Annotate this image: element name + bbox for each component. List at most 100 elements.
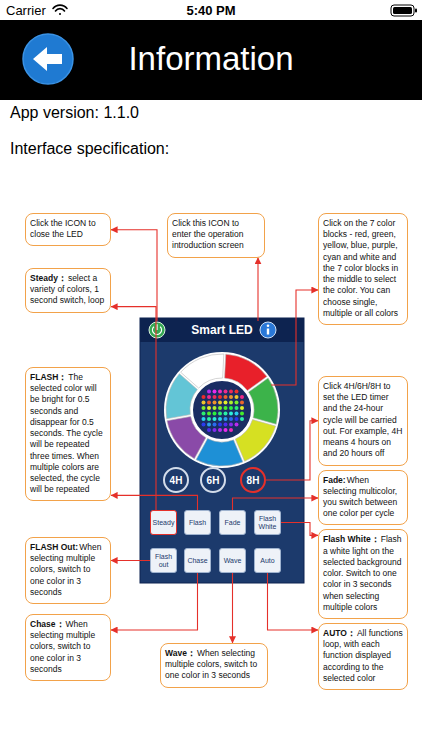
callout-heading: Chase： (30, 619, 65, 629)
callout-heading: AUTO： (323, 628, 356, 638)
color-dot (224, 417, 228, 421)
color-dot (218, 412, 222, 416)
color-dot (229, 428, 233, 432)
color-dot (224, 412, 228, 416)
callout-text: The selected color will be bright for 0.… (30, 372, 103, 494)
mode-button: Auto (254, 548, 281, 573)
header-bar (0, 20, 422, 100)
timer-label: 8H (247, 475, 260, 486)
mode-button: Flash (184, 510, 211, 535)
leader-arrow (271, 290, 318, 385)
color-dot (235, 395, 239, 399)
color-dot (218, 428, 222, 432)
callout-box: Steady：select a variety of colors, 1 sec… (25, 268, 111, 313)
color-dot (207, 423, 211, 427)
pointer-arrow (268, 573, 319, 630)
color-dot (235, 401, 239, 405)
timer-button: 4H (163, 467, 189, 493)
color-dot (213, 406, 217, 410)
pointer-arrow (111, 560, 150, 561)
callout-box: FLASH：The selected color will be bright … (25, 367, 111, 501)
button-label: Flash White (256, 515, 279, 530)
callout-text: Click on the 7 color blocks - red, green… (323, 218, 398, 318)
callout-box: Click the ICON to close the LED (25, 213, 111, 246)
leader-arrow (111, 230, 157, 321)
color-dot (235, 423, 239, 427)
color-dot (218, 417, 222, 421)
color-wheel-center (192, 380, 252, 440)
timer-button: 6H (200, 467, 226, 493)
color-dot (218, 401, 222, 405)
pointer-arrow (111, 495, 198, 510)
callout-box: Chase：When selecting multiple colors, sw… (25, 614, 111, 681)
color-dot (229, 406, 233, 410)
back-button (23, 34, 73, 84)
button-label: Wave (224, 557, 242, 565)
color-dots (202, 390, 245, 433)
color-dot (229, 423, 233, 427)
pointer-arrow (233, 498, 319, 510)
color-dot (218, 395, 222, 399)
button-label: Auto (260, 557, 274, 565)
info-icon (260, 322, 276, 338)
pointer-arrow (111, 573, 198, 630)
callout-heading: Fade: (323, 475, 346, 485)
callout-box: Flash White：Flash a white light on the s… (318, 529, 408, 619)
section-heading: Interface specification: (10, 140, 169, 158)
mode-button: Chase (184, 548, 211, 573)
callout-text: Click the ICON to close the LED (30, 218, 96, 239)
battery-icon (391, 5, 417, 16)
carrier-text: Carrier (6, 3, 46, 18)
callout-box: FLASH Out:When selecting multiple colors… (25, 537, 111, 604)
button-label: Flash out (152, 553, 175, 568)
wifi-icon (53, 5, 67, 15)
callout-text: Flash a white light on the selected back… (323, 534, 402, 611)
color-dot (224, 406, 228, 410)
color-dot (213, 423, 217, 427)
mode-button: Wave (219, 548, 246, 573)
color-dot (213, 395, 217, 399)
app-panel (140, 318, 304, 583)
mode-button: Fade (219, 510, 246, 535)
color-dot (240, 395, 244, 399)
callout-heading: FLASH Out: (30, 542, 78, 552)
timer-label: 6H (207, 475, 220, 486)
clock-text: 5:40 PM (0, 3, 422, 18)
color-dot (229, 390, 233, 394)
color-dot (207, 428, 211, 432)
button-label: Steady (153, 519, 175, 527)
callout-box: Click this ICON to enter the operation i… (167, 213, 265, 258)
callout-heading: Flash White： (323, 534, 380, 544)
callout-box: Fade:When selecting multicolor, you swit… (318, 470, 408, 526)
callout-text: Click 4H/6H/8H to set the LED timer and … (323, 381, 402, 458)
color-dot (202, 406, 206, 410)
color-dot (235, 412, 239, 416)
color-dot (224, 428, 228, 432)
color-dot (218, 406, 222, 410)
color-wheel-base (164, 352, 280, 468)
button-label: Chase (187, 557, 207, 565)
color-dot (224, 390, 228, 394)
color-dot (229, 401, 233, 405)
color-dot (213, 390, 217, 394)
button-label: Flash (189, 519, 206, 527)
color-dot (218, 390, 222, 394)
color-dot (202, 401, 206, 405)
color-dot (240, 401, 244, 405)
color-dot (229, 417, 233, 421)
callout-heading: FLASH： (30, 372, 67, 382)
leader-arrow (257, 258, 258, 321)
page-title: Information (0, 39, 422, 79)
color-dot (235, 406, 239, 410)
power-icon (149, 322, 165, 338)
color-dot (202, 395, 206, 399)
callout-heading: Wave： (165, 648, 196, 658)
color-dot (218, 423, 222, 427)
color-dot (207, 412, 211, 416)
pointer-arrow (111, 307, 156, 510)
button-label: Fade (225, 519, 241, 527)
color-dot (202, 417, 206, 421)
callout-box: Wave：When selecting multiple colors, swi… (160, 643, 268, 688)
color-dot (207, 417, 211, 421)
callout-box: AUTO：All functions loop, with each funct… (318, 623, 408, 690)
